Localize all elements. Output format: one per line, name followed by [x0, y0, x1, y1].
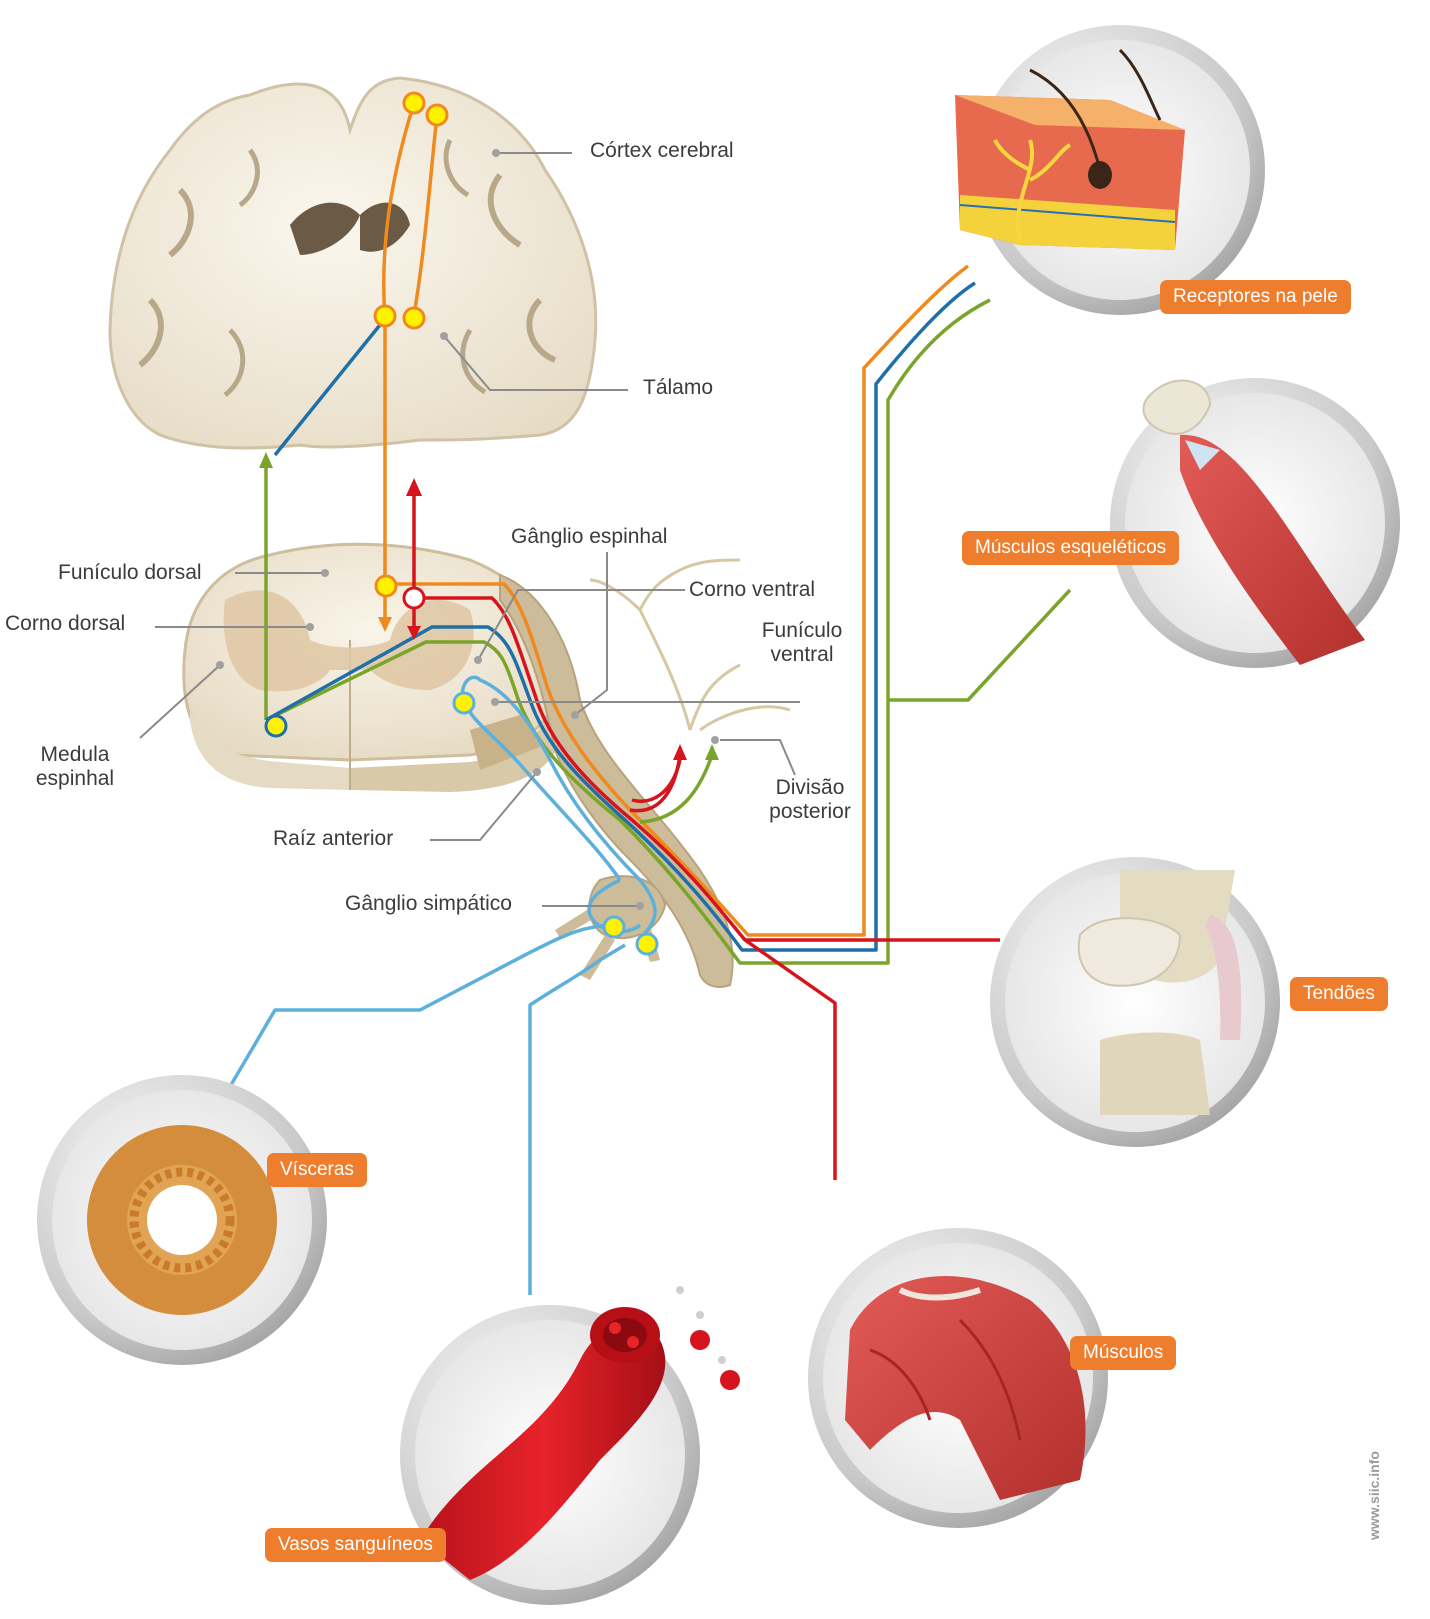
label-cortex-cerebral: Córtex cerebral: [590, 139, 734, 163]
node-cortex-1: [404, 93, 424, 113]
label-dorsal-funiculus: Funículo dorsal: [58, 561, 202, 585]
node-thalamus-2: [404, 308, 424, 328]
tag-blood-vessels: Vasos sanguíneos: [265, 1528, 446, 1562]
leader-divisao: [720, 740, 795, 775]
spinal-cord-section: [184, 544, 790, 987]
tag-tendons: Tendões: [1290, 977, 1388, 1011]
muscles-circle: [808, 1228, 1108, 1528]
viscera-circle: [37, 1075, 327, 1365]
label-spinal-cord: Medula espinhal: [20, 743, 130, 791]
label-ventral-horn: Corno ventral: [689, 578, 815, 602]
leader-spinal-ganglion: [575, 552, 607, 715]
green-branch-arrowhead: [705, 744, 719, 760]
node-dorsal-funiculus: [376, 576, 396, 596]
brain-coronal-section: [110, 78, 596, 448]
node-thalamus-1: [375, 306, 395, 326]
label-posterior-division: Divisão posterior: [760, 776, 860, 824]
tag-viscera: Vísceras: [267, 1153, 367, 1187]
label-thalamus: Tálamo: [643, 376, 713, 400]
node-visceral: [454, 693, 474, 713]
label-spinal-ganglion: Gânglio espinhal: [511, 525, 667, 549]
label-anterior-root: Raíz anterior: [273, 827, 393, 851]
red-arrowhead-up: [406, 478, 422, 496]
tag-skin-receptors: Receptores na pele: [1160, 280, 1351, 314]
tag-skeletal-muscles: Músculos esqueléticos: [962, 531, 1179, 565]
tendons-circle: [990, 857, 1280, 1147]
label-dorsal-horn: Corno dorsal: [5, 612, 125, 636]
credit-watermark: www.siic.info: [1366, 1451, 1382, 1540]
node-sympathetic-1: [604, 917, 624, 937]
tag-muscles: Músculos: [1070, 1336, 1176, 1370]
blood-vessels-circle: [400, 1286, 740, 1605]
node-cortex-2: [427, 105, 447, 125]
skin-receptors-circle: [955, 25, 1265, 315]
node-ventral-horn: [404, 588, 424, 608]
node-sympathetic-2: [637, 934, 657, 954]
node-dorsal-horn: [266, 716, 286, 736]
green-arrowhead-up: [259, 452, 273, 468]
skeletal-muscles-circle: [1110, 378, 1400, 668]
red-branch-arrowhead: [673, 744, 687, 760]
label-sympathetic-ganglion: Gânglio simpático: [345, 892, 512, 916]
label-ventral-funiculus: Funículo ventral: [752, 619, 852, 667]
